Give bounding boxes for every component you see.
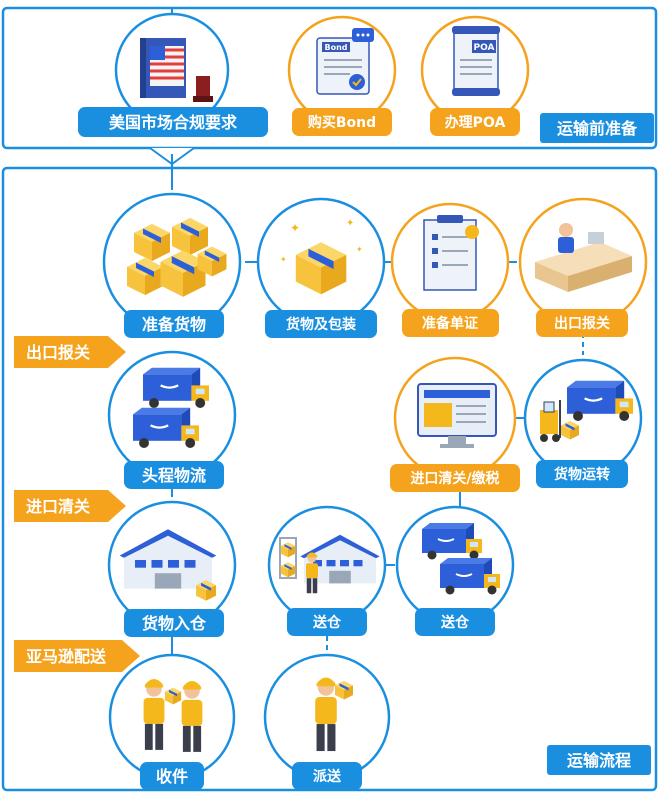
stage-arrow-export-customs-text: 出口报关 [26,343,90,362]
dispatch-label: 派送 [313,768,342,785]
document-checklist-icon [423,215,479,291]
import-clearance-tax-label: 进口清关/缴税 [410,470,499,487]
bond-document-text: Bond [324,43,347,52]
stage-arrow-import-customs: 进口清关 [14,490,126,522]
svg-text:✦: ✦ [290,221,300,235]
pre-transport-frame [1,6,658,150]
goods-packaging-label: 货物及包装 [285,316,357,333]
export-declaration-label: 出口报关 [554,315,610,332]
step-dispatch: 派送 [263,653,391,790]
deliver-to-warehouse-1-label: 送仓 [312,614,342,631]
bond-document-icon: Bond [316,28,374,95]
step-buy-bond: Bond 购买Bond [287,15,397,136]
poa-document-icon: POA [452,26,500,96]
stage-arrow-amazon-delivery: 亚马逊配送 [14,640,140,672]
us-compliance-label: 美国市场合规要求 [109,113,238,132]
step-goods-packaging: ✦ ✦ ✦ ✦ 货物及包装 [256,197,386,338]
prepare-goods-label: 准备货物 [142,315,206,334]
step-goods-transfer: 货物运转 [523,358,643,488]
pre-transport-section-label: 运输前准备 [557,119,638,138]
step-us-compliance: 美国市场合规要求 [78,12,268,137]
transport-flow-section-label: 运输流程 [567,751,631,770]
goods-transfer-label: 货物运转 [553,466,610,483]
step-deliver-to-warehouse-1: 送仓 [267,505,387,636]
poa-document-text: POA [474,43,495,53]
rulebook-icon [140,38,213,102]
buy-bond-label: 购买Bond [308,114,376,131]
receive-goods-label: 收件 [156,767,188,786]
step-deliver-to-warehouse-2: 送仓 [395,505,515,636]
package-icon: ✦ ✦ ✦ ✦ [280,218,363,295]
step-apply-poa: POA 办理POA [420,15,530,136]
prepare-documents-label: 准备单证 [422,315,478,332]
deliver-to-warehouse-2-label: 送仓 [440,614,470,631]
stage-arrow-amazon-delivery-text: 亚马逊配送 [26,647,107,666]
svg-text:✦: ✦ [356,245,363,254]
forklift-truck-icon [540,379,635,442]
stage-arrow-export-customs: 出口报关 [14,336,126,368]
step-export-declaration: 出口报关 [518,197,648,337]
svg-text:✦: ✦ [346,218,354,229]
step-import-clearance-tax: 进口清关/缴税 [390,356,520,492]
step-receive-goods: 收件 [108,653,236,790]
connectors [149,8,584,656]
step-first-leg-logistics: 头程物流 [107,350,237,489]
apply-poa-label: 办理POA [445,114,506,131]
computer-monitor-icon [417,383,497,448]
step-warehouse-inbound: 货物入仓 [107,500,237,637]
stage-arrow-import-customs-text: 进口清关 [26,497,90,516]
customs-desk-icon [535,223,632,292]
step-prepare-documents: 准备单证 [390,202,510,337]
first-leg-logistics-label: 头程物流 [142,466,206,485]
warehouse-inbound-label: 货物入仓 [142,614,207,633]
warehouse-worker-icon [279,534,380,594]
step-prepare-goods: 准备货物 [102,192,242,338]
svg-text:✦: ✦ [280,255,287,264]
